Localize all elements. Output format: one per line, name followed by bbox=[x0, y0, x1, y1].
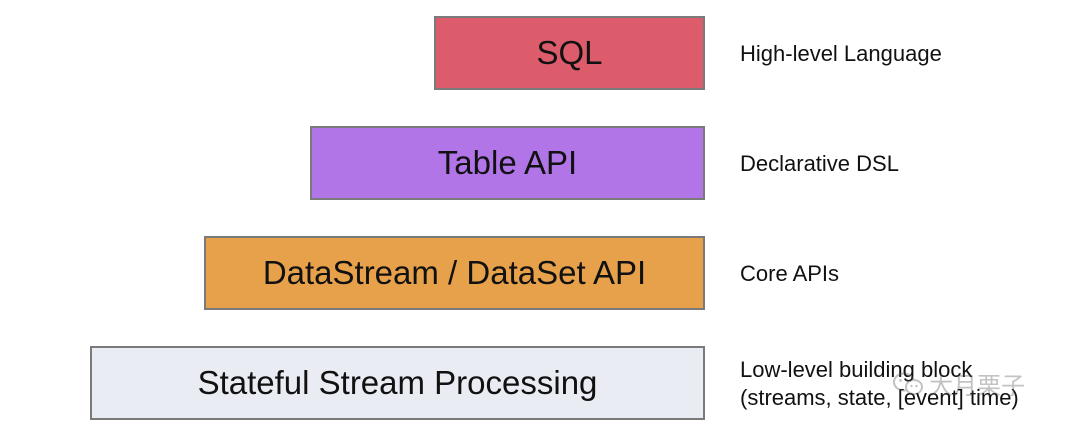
layer-stateful-box: Stateful Stream Processing bbox=[90, 346, 705, 420]
layer-stateful-label: Stateful Stream Processing bbox=[197, 364, 598, 401]
layer-datastream-label: DataStream / DataSet API bbox=[262, 254, 647, 291]
layer-stateful-description-line-1: Low-level building block bbox=[740, 357, 973, 382]
layer-table-api-box: Table API bbox=[310, 126, 705, 200]
layer-table-api-label: Table API bbox=[437, 144, 578, 181]
layer-stateful-description: Low-level building block (streams, state… bbox=[740, 356, 1019, 412]
layer-sql-box: SQL bbox=[434, 16, 705, 90]
layer-sql-description: High-level Language bbox=[740, 41, 942, 66]
layer-table-api-description: Declarative DSL bbox=[740, 151, 899, 176]
layer-stateful-description-line-2: (streams, state, [event] time) bbox=[740, 385, 1019, 410]
layer-datastream-description: Core APIs bbox=[740, 261, 840, 286]
layer-datastream-box: DataStream / DataSet API bbox=[204, 236, 705, 310]
layer-sql-label: SQL bbox=[536, 34, 603, 71]
